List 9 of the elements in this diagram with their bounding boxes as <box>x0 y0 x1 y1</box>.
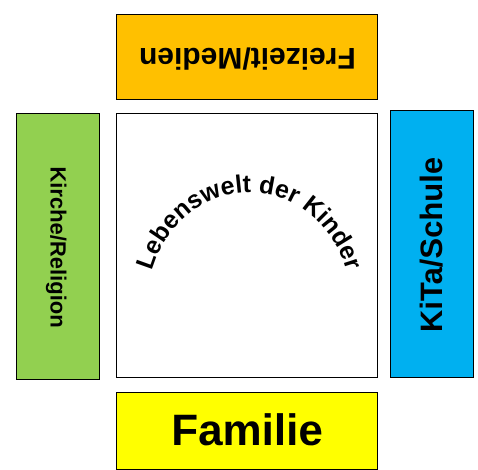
category-box <box>116 14 378 100</box>
category-box <box>390 110 474 378</box>
category-label: KiTa/Schule <box>416 156 448 332</box>
center-box <box>116 113 378 378</box>
category-label: Familie <box>171 409 323 453</box>
category-label: Freizeit/Medien <box>138 42 356 72</box>
category-box <box>16 113 100 380</box>
category-box <box>116 392 378 470</box>
category-label: Kirche/Religion <box>47 166 69 328</box>
